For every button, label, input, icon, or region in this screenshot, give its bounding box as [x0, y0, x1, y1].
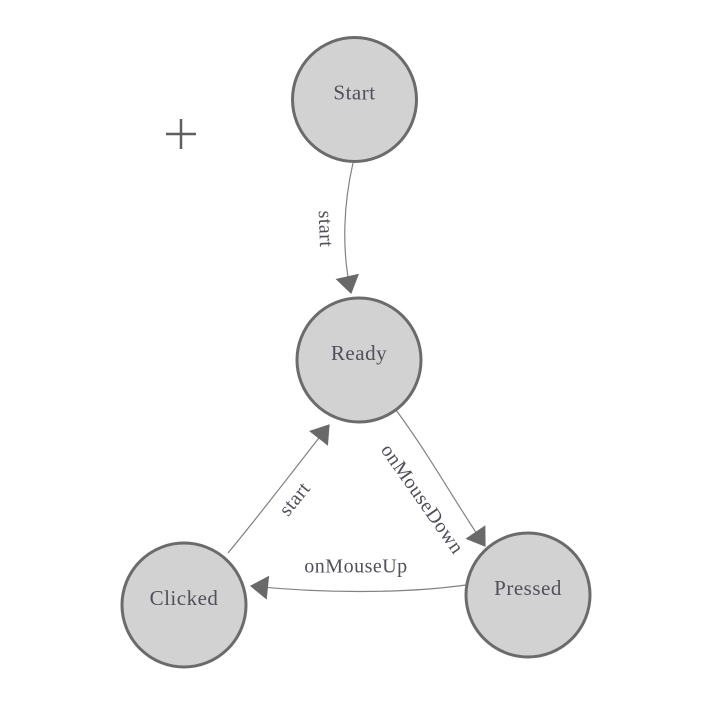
state-circle-pressed[interactable]	[464, 531, 592, 659]
transition-edge-ready-to-pressed[interactable]: onMouseDown	[376, 409, 486, 558]
state-circle-ready[interactable]	[295, 296, 423, 424]
edge-label-pressed-to-clicked: onMouseUp	[304, 556, 407, 578]
state-node-start[interactable]: Start	[291, 36, 418, 163]
transition-edge-pressed-to-clicked[interactable]: onMouseUp	[250, 556, 467, 600]
transition-wire-start-to-ready[interactable]	[335, 162, 360, 294]
edge-label-clicked-to-ready: start	[275, 478, 315, 521]
transition-wire-clicked-to-ready[interactable]	[227, 424, 330, 554]
edge-label-start-to-ready: start	[314, 210, 337, 248]
transition-wire-ready-to-pressed[interactable]	[395, 409, 486, 547]
state-label-clicked: Clicked	[150, 586, 219, 610]
transition-edge-start-to-ready[interactable]: start	[314, 162, 360, 294]
state-node-clicked[interactable]: Clicked	[120, 541, 248, 669]
state-circle-clicked[interactable]	[120, 541, 248, 669]
state-label-ready: Ready	[331, 341, 387, 365]
transition-edge-clicked-to-ready[interactable]: start	[227, 424, 330, 554]
state-node-ready[interactable]: Ready	[295, 296, 423, 424]
transition-wire-pressed-to-clicked[interactable]	[250, 575, 467, 600]
state-circle-start[interactable]	[291, 36, 418, 163]
state-label-pressed: Pressed	[494, 576, 562, 600]
state-label-start: Start	[333, 81, 375, 105]
origin-crosshair-icon	[166, 119, 196, 149]
state-node-pressed[interactable]: Pressed	[464, 531, 592, 659]
